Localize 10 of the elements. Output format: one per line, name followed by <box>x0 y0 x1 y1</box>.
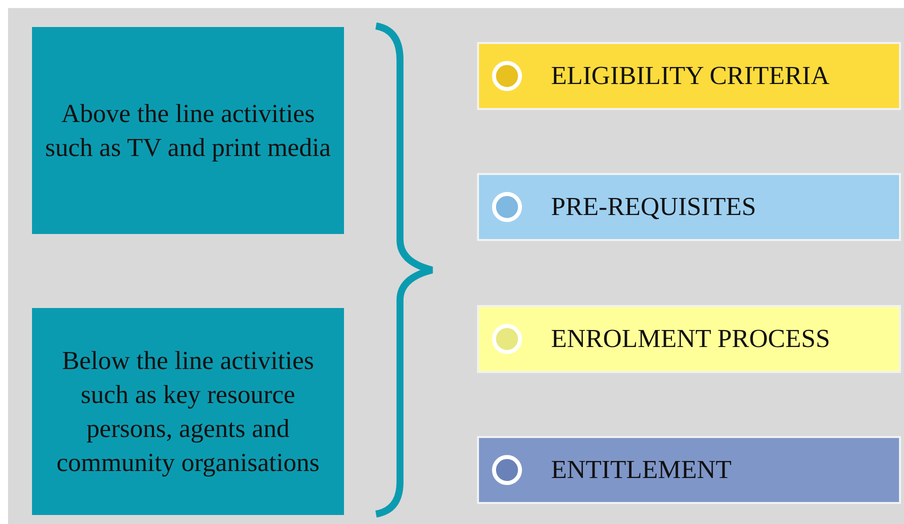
category-bar <box>477 305 901 373</box>
category-label: ENTITLEMENT <box>551 455 732 485</box>
category-bar <box>477 173 901 241</box>
text-box: Above the line activities such as TV and print media <box>32 27 344 234</box>
category-bar <box>477 42 901 110</box>
text-box: Below the line activities such as key resource persons, agents and community organisations <box>32 308 344 515</box>
category-label: ELIGIBILITY CRITERIA <box>551 61 830 91</box>
category-label: ENROLMENT PROCESS <box>551 324 830 354</box>
category-label: PRE-REQUISITES <box>551 192 756 222</box>
category-bar <box>477 436 901 504</box>
